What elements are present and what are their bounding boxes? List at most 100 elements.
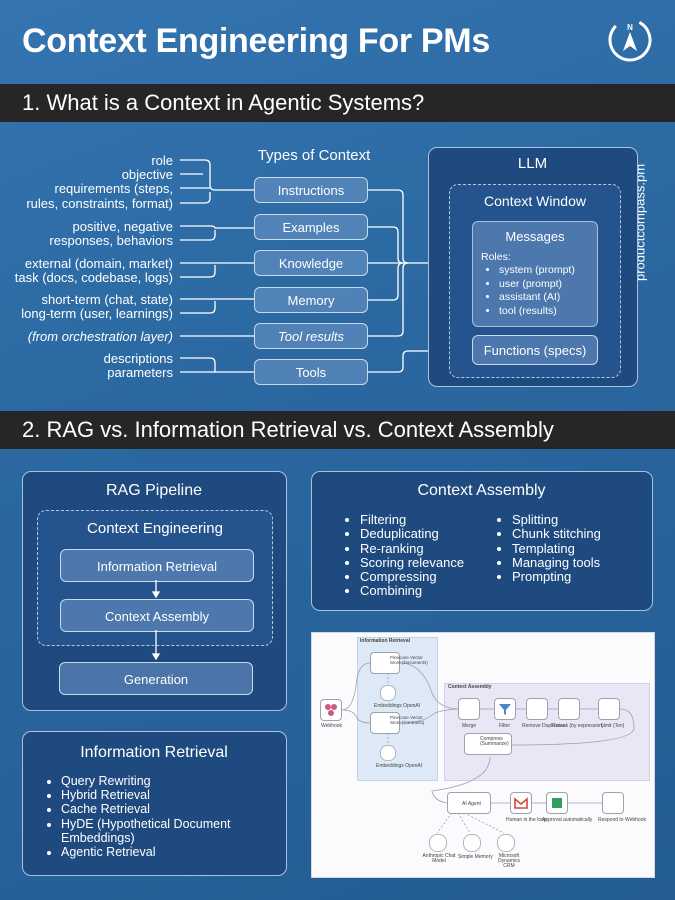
workflow-emb2-node — [380, 745, 396, 761]
roles-label: Roles: — [481, 251, 511, 263]
source-label: positive, negative — [72, 219, 173, 234]
workflow-emb1-label: Embeddings OpenAI — [374, 703, 421, 709]
workflow-agent-node — [447, 792, 491, 814]
context-type-memory: Memory — [254, 287, 368, 313]
workflow-filter-node — [494, 698, 516, 720]
source-label: role — [151, 153, 173, 168]
list-item: Compressing — [360, 569, 464, 584]
workflow-limit-node — [598, 698, 620, 720]
workflow-emb2-label: Embeddings OpenAI — [376, 763, 423, 769]
information-retrieval-title: Information Retrieval — [80, 744, 228, 761]
workflow-rerank-node — [558, 698, 580, 720]
context-type-tools: Tools — [254, 359, 368, 385]
role-item: user (prompt) — [499, 278, 575, 292]
context-assembly-list-2: Splitting Chunk stitching Templating Man… — [494, 512, 601, 584]
workflow-chat-model-node — [429, 834, 447, 852]
workflow-memory-node — [463, 834, 481, 852]
source-label: short-term (chat, state) — [41, 292, 173, 307]
list-item: Agentic Retrieval — [61, 845, 283, 859]
workflow-filter-label: Filter — [499, 723, 511, 729]
types-of-context-heading: Types of Context — [257, 147, 371, 164]
workflow-respond-label: Respond to Webhook — [598, 817, 646, 823]
source-label: external (domain, market) — [24, 256, 173, 271]
list-item: Combining — [360, 584, 464, 599]
information-retrieval-list: Query Rewriting Hybrid Retrieval Cache R… — [43, 774, 283, 859]
list-item: Deduplicating — [360, 526, 464, 541]
context-type-instructions: Instructions — [254, 177, 368, 203]
page-title: Context Engineering For PMs — [22, 22, 490, 60]
section-1-header: 1. What is a Context in Agentic Systems? — [0, 84, 675, 122]
workflow-ir-label: Information Retrieval — [360, 638, 411, 644]
context-engineering-title: Context Engineering — [87, 520, 223, 537]
context-engineering-box: Context Engineering Information Retrieva… — [37, 510, 273, 646]
list-item: Query Rewriting — [61, 774, 283, 788]
information-retrieval-box: Information Retrieval Query Rewriting Hy… — [22, 731, 287, 876]
workflow-merge-label: Merge — [462, 723, 477, 729]
source-label: objective — [121, 167, 173, 182]
workflow-gmail-node — [510, 792, 532, 814]
workflow-compress-node — [464, 733, 512, 755]
llm-title: LLM — [517, 155, 548, 172]
list-item: Splitting — [512, 512, 601, 527]
context-connectors — [180, 159, 472, 373]
workflow-memory-label: Simple Memory — [458, 854, 493, 860]
workflow-lines — [341, 662, 635, 834]
rag-step-generation: Generation — [59, 662, 253, 695]
context-type-examples: Examples — [254, 214, 368, 240]
workflow-crm-node — [497, 834, 515, 852]
source-label: task (docs, codebase, logs) — [14, 270, 173, 285]
workflow-respond-node — [602, 792, 624, 814]
functions-specs-box: Functions (specs) — [472, 335, 598, 365]
role-item: system (prompt) — [499, 264, 575, 278]
rag-pipeline-title: RAG Pipeline — [105, 482, 203, 499]
messages-box: Messages Roles: system (prompt) user (pr… — [472, 221, 598, 327]
svg-text:N: N — [627, 23, 633, 32]
workflow-ca-label: Context Assembly — [448, 684, 492, 690]
workflow-screenshot: Information Retrieval Context Assembly W… — [311, 632, 655, 878]
workflow-chat-model-label: Anthropic Chat Model — [422, 853, 456, 864]
context-type-tool-results: Tool results — [254, 323, 368, 349]
list-item: Scoring relevance — [360, 555, 464, 570]
context-assembly-title: Context Assembly — [417, 482, 546, 499]
list-item: Filtering — [360, 512, 464, 527]
list-item: Chunk stitching — [512, 526, 601, 541]
workflow-crm-label: Microsoft Dynamics CRM — [498, 853, 520, 869]
workflow-webhook-node — [320, 699, 342, 721]
list-item: Cache Retrieval — [61, 802, 283, 816]
context-window: Context Window Messages Roles: system (p… — [449, 184, 621, 378]
list-item: Templating — [512, 541, 601, 556]
list-item: Hybrid Retrieval — [61, 788, 283, 802]
source-label: responses, behaviors — [49, 233, 173, 248]
workflow-approval-node — [546, 792, 568, 814]
context-assembly-list-1: Filtering Deduplicating Re-ranking Scori… — [342, 512, 464, 599]
list-item: Prompting — [512, 569, 601, 584]
source-label: rules, constraints, format) — [26, 196, 173, 211]
workflow-gmail-label: Human in the loop — [506, 817, 547, 823]
workflow-agent-label: AI Agent — [462, 801, 481, 807]
context-assembly-box: Context Assembly Filtering Deduplicating… — [311, 471, 653, 611]
workflow-webhook-label: Webhook — [321, 723, 343, 729]
list-item: Re-ranking — [360, 541, 464, 556]
workflow-rerank-label: Rerank (by expression) — [552, 723, 604, 729]
section-1-title: 1. What is a Context in Agentic Systems? — [22, 90, 425, 115]
source-label: requirements (steps, — [54, 181, 174, 196]
workflow-limit-label: Limit (Ten) — [601, 723, 625, 729]
workflow-emb1-node — [380, 685, 396, 701]
rag-step-information-retrieval: Information Retrieval — [60, 549, 254, 582]
role-item: tool (results) — [499, 305, 575, 319]
workflow-pinecone2-label: Pinecone Vector Store (Contracts) — [390, 715, 425, 725]
source-label: parameters — [107, 365, 173, 380]
list-item: Managing tools — [512, 555, 601, 570]
workflow-pinecone1-label: Pinecone Vector Store (Documents) — [390, 655, 428, 665]
role-item: assistant (AI) — [499, 291, 575, 305]
source-label: long-term (user, learnings) — [21, 306, 173, 321]
workflow-compress-label: Compress (Summarize) — [480, 736, 509, 747]
roles-list: system (prompt) user (prompt) assistant … — [481, 264, 575, 318]
workflow-approval-label: Approval automatically — [542, 817, 593, 823]
workflow-pinecone2-node — [370, 712, 400, 734]
workflow-dedupe-label: Remove Duplicates — [522, 723, 566, 729]
section-2-title: 2. RAG vs. Information Retrieval vs. Con… — [22, 417, 554, 442]
llm-box: LLM Context Window Messages Roles: syste… — [428, 147, 638, 387]
rag-arrows — [151, 580, 161, 661]
workflow-pinecone1-node — [370, 652, 400, 674]
